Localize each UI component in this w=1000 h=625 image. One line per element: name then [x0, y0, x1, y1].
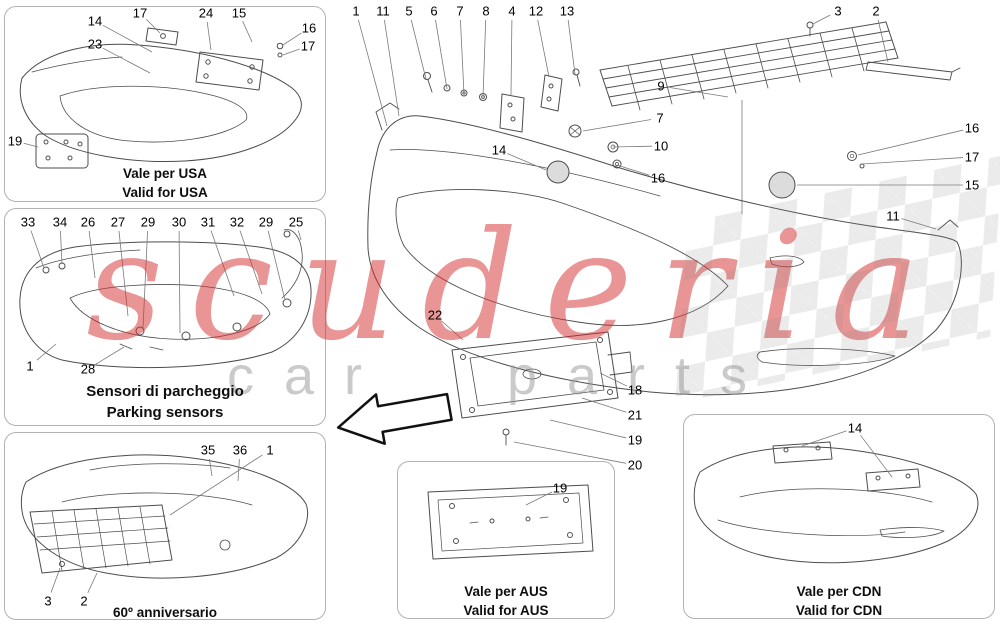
caption-parking: Sensori di parcheggio Parking sensors — [4, 382, 326, 423]
main-bumper-drawing — [367, 99, 962, 396]
cdn-bumper-drawing — [693, 441, 979, 564]
plate-mount-drawing — [451, 331, 633, 446]
caption-parking-line1: Sensori di parcheggio — [86, 383, 244, 400]
caption-anniversary-line1: 60º anniversario — [113, 605, 217, 620]
direction-arrow — [336, 392, 453, 445]
caption-cdn-line2: Valid for CDN — [795, 602, 883, 618]
usa-bumper-drawing — [19, 27, 302, 169]
caption-usa: Vale per USA Valid for USA — [4, 165, 326, 202]
caption-cdn: Vale per CDN Valid for CDN — [683, 583, 995, 620]
panel-cdn — [683, 414, 995, 619]
main-fasteners-drawing — [423, 68, 865, 199]
anniversary-bumper-drawing — [20, 454, 309, 579]
caption-aus-line2: Valid for AUS — [463, 602, 549, 618]
caption-usa-line1: Vale per USA — [122, 166, 208, 181]
panel-aus — [397, 461, 615, 619]
caption-anniversary: 60º anniversario — [4, 604, 326, 623]
leader-lines — [23, 14, 964, 594]
parking-sensors-drawing — [19, 229, 312, 369]
panel-anniversary — [4, 432, 326, 620]
caption-cdn-line1: Vale per CDN — [796, 584, 882, 599]
aus-plate-drawing — [427, 484, 594, 560]
caption-parking-line2: Parking sensors — [106, 403, 224, 421]
caption-usa-line2: Valid for USA — [122, 184, 208, 200]
panel-parking — [4, 208, 326, 426]
caption-aus-line1: Vale per AUS — [464, 584, 548, 599]
panel-usa — [4, 6, 326, 202]
caption-aus: Vale per AUS Valid for AUS — [397, 583, 615, 620]
upper-grille-drawing — [599, 21, 961, 111]
